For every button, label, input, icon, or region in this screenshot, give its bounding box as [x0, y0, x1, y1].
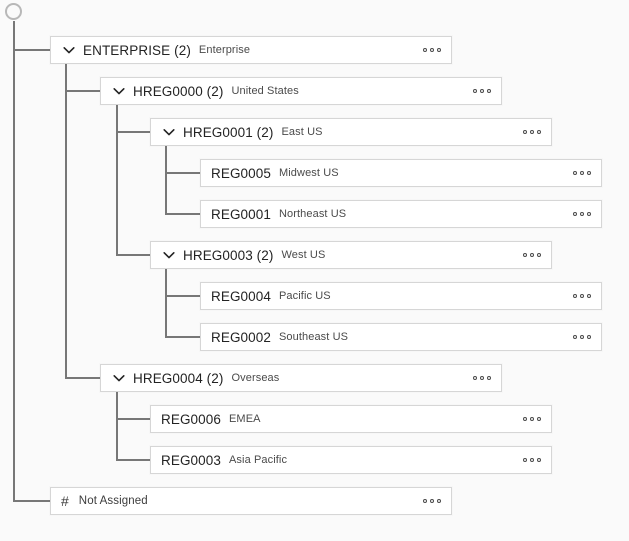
- node-title: REG0005: [211, 165, 271, 181]
- more-options-icon[interactable]: [421, 44, 443, 56]
- more-options-icon[interactable]: [571, 208, 593, 220]
- node-subtitle: Enterprise: [198, 44, 251, 56]
- node-title: HREG0004 (2): [133, 370, 224, 386]
- more-options-icon[interactable]: [571, 331, 593, 343]
- tree-node-hreg0000[interactable]: HREG0000 (2) United States: [100, 77, 502, 105]
- node-title: REG0003: [161, 452, 221, 468]
- more-options-icon[interactable]: [471, 372, 493, 384]
- node-title: HREG0003 (2): [183, 247, 274, 263]
- tree-node-hreg0003[interactable]: HREG0003 (2) West US: [150, 241, 552, 269]
- node-subtitle: Midwest US: [279, 167, 339, 179]
- chevron-down-icon[interactable]: [161, 247, 177, 263]
- more-options-icon[interactable]: [521, 413, 543, 425]
- hash-icon: #: [61, 493, 69, 509]
- more-options-icon[interactable]: [571, 167, 593, 179]
- more-options-icon[interactable]: [471, 85, 493, 97]
- more-options-icon[interactable]: [521, 126, 543, 138]
- chevron-down-icon[interactable]: [161, 124, 177, 140]
- node-subtitle: Not Assigned: [78, 495, 148, 507]
- node-subtitle: Northeast US: [279, 208, 347, 220]
- circle-node-icon[interactable]: [5, 3, 22, 20]
- tree-node-enterprise[interactable]: ENTERPRISE (2) Enterprise: [50, 36, 452, 64]
- more-options-icon[interactable]: [521, 454, 543, 466]
- tree-node-reg0002[interactable]: REG0002 Southeast US: [200, 323, 602, 351]
- tree-node-hreg0004[interactable]: HREG0004 (2) Overseas: [100, 364, 502, 392]
- node-subtitle: Pacific US: [279, 290, 331, 302]
- node-title: REG0006: [161, 411, 221, 427]
- tree-node-hreg0001[interactable]: HREG0001 (2) East US: [150, 118, 552, 146]
- node-subtitle: EMEA: [229, 413, 261, 425]
- tree-node-reg0001[interactable]: REG0001 Northeast US: [200, 200, 602, 228]
- tree-node-reg0003[interactable]: REG0003 Asia Pacific: [150, 446, 552, 474]
- chevron-down-icon[interactable]: [111, 370, 127, 386]
- node-title: HREG0000 (2): [133, 83, 224, 99]
- node-title: REG0002: [211, 329, 271, 345]
- chevron-down-icon[interactable]: [61, 42, 77, 58]
- tree-node-reg0006[interactable]: REG0006 EMEA: [150, 405, 552, 433]
- node-title: REG0004: [211, 288, 271, 304]
- more-options-icon[interactable]: [571, 290, 593, 302]
- chevron-down-icon[interactable]: [111, 83, 127, 99]
- tree-node-reg0004[interactable]: REG0004 Pacific US: [200, 282, 602, 310]
- node-subtitle: Overseas: [231, 372, 280, 384]
- node-title: HREG0001 (2): [183, 124, 274, 140]
- node-subtitle: West US: [281, 249, 326, 261]
- node-title: REG0001: [211, 206, 271, 222]
- node-title: ENTERPRISE (2): [83, 42, 191, 58]
- node-subtitle: Asia Pacific: [229, 454, 288, 466]
- tree-node-reg0005[interactable]: REG0005 Midwest US: [200, 159, 602, 187]
- node-subtitle: United States: [231, 85, 299, 97]
- node-subtitle: East US: [281, 126, 323, 138]
- more-options-icon[interactable]: [421, 495, 443, 507]
- node-subtitle: Southeast US: [279, 331, 349, 343]
- more-options-icon[interactable]: [521, 249, 543, 261]
- tree-node-not-assigned[interactable]: # Not Assigned: [50, 487, 452, 515]
